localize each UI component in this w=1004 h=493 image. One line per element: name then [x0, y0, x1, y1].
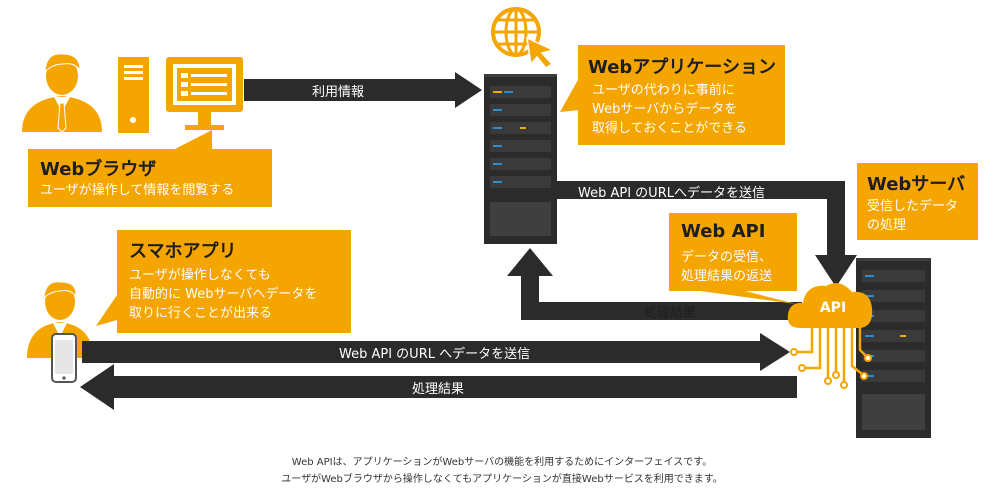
api-cloud-icon — [787, 283, 873, 389]
app-to-api-label: Web API のURLへデータを送信 — [578, 186, 765, 201]
app-to-api-arrow — [557, 181, 857, 287]
browser-desc-line: ユーザが操作して情報を閲覧する — [40, 183, 235, 198]
api-desc-line: データの受信、 — [681, 250, 773, 265]
phone-to-api-arrow — [82, 333, 790, 371]
usage-label: 利用情報 — [312, 85, 365, 100]
caption-line: Web APIは、アプリケーションがWebサーバの機能を利用するためにインターフ… — [291, 457, 713, 468]
monitor-icon — [166, 57, 243, 130]
api-to-app-label: 処理結果 — [644, 306, 697, 321]
api-to-app-arrow — [507, 248, 802, 320]
api-cloud-label: API — [819, 300, 847, 316]
server-icon — [856, 258, 931, 438]
api-to-phone-arrow — [80, 364, 797, 410]
user-icon — [22, 53, 102, 133]
api-desc-line: 処理結果の返送 — [681, 269, 773, 284]
smartphone-desc-line: 自動的に Webサーバへデータを — [129, 287, 318, 302]
smartphone-info-box: スマホアプリ ユーザが操作しなくても 自動的に Webサーバへデータを 取りに行… — [117, 230, 351, 333]
usage-arrow — [244, 72, 482, 108]
app-info-box: Webアプリケーション ユーザの代わりに事前に Webサーバからデータを 取得し… — [578, 45, 785, 145]
app-title: Webアプリケーション — [588, 57, 776, 78]
app-desc-line: ユーザの代わりに事前に — [592, 83, 735, 98]
phone-to-api-label: Web API のURL へデータを送信 — [339, 347, 531, 362]
smartphone-title: スマホアプリ — [129, 241, 237, 262]
smartphone-icon — [51, 333, 77, 383]
server-desc-line: 受信したデータ — [867, 199, 959, 214]
api-info-box: Web API データの受信、 処理結果の返送 — [669, 213, 797, 291]
smartphone-desc-line: 取りに行くことが出来る — [129, 306, 273, 321]
app-desc-line: 取得しておくことができる — [592, 121, 747, 136]
api-title: Web API — [681, 221, 766, 242]
caption-line: ユーザがWebブラウザから操作しなくてもアプリケーションが直接Webサービスを利… — [281, 474, 723, 485]
browser-title: Webブラウザ — [40, 159, 157, 180]
server-icon — [484, 74, 557, 244]
globe-cursor-icon — [491, 7, 556, 70]
smartphone-desc-line: ユーザが操作しなくても — [129, 268, 271, 283]
desktop-tower-icon — [118, 57, 149, 133]
server-info-box: Webサーバ 受信したデータ の処理 — [857, 163, 978, 240]
app-desc-line: Webサーバからデータを — [592, 102, 738, 117]
api-to-phone-label: 処理結果 — [412, 382, 465, 397]
server-title: Webサーバ — [867, 174, 966, 195]
browser-info-box: Webブラウザ ユーザが操作して情報を閲覧する — [28, 149, 272, 207]
server-desc-line: の処理 — [867, 218, 907, 233]
